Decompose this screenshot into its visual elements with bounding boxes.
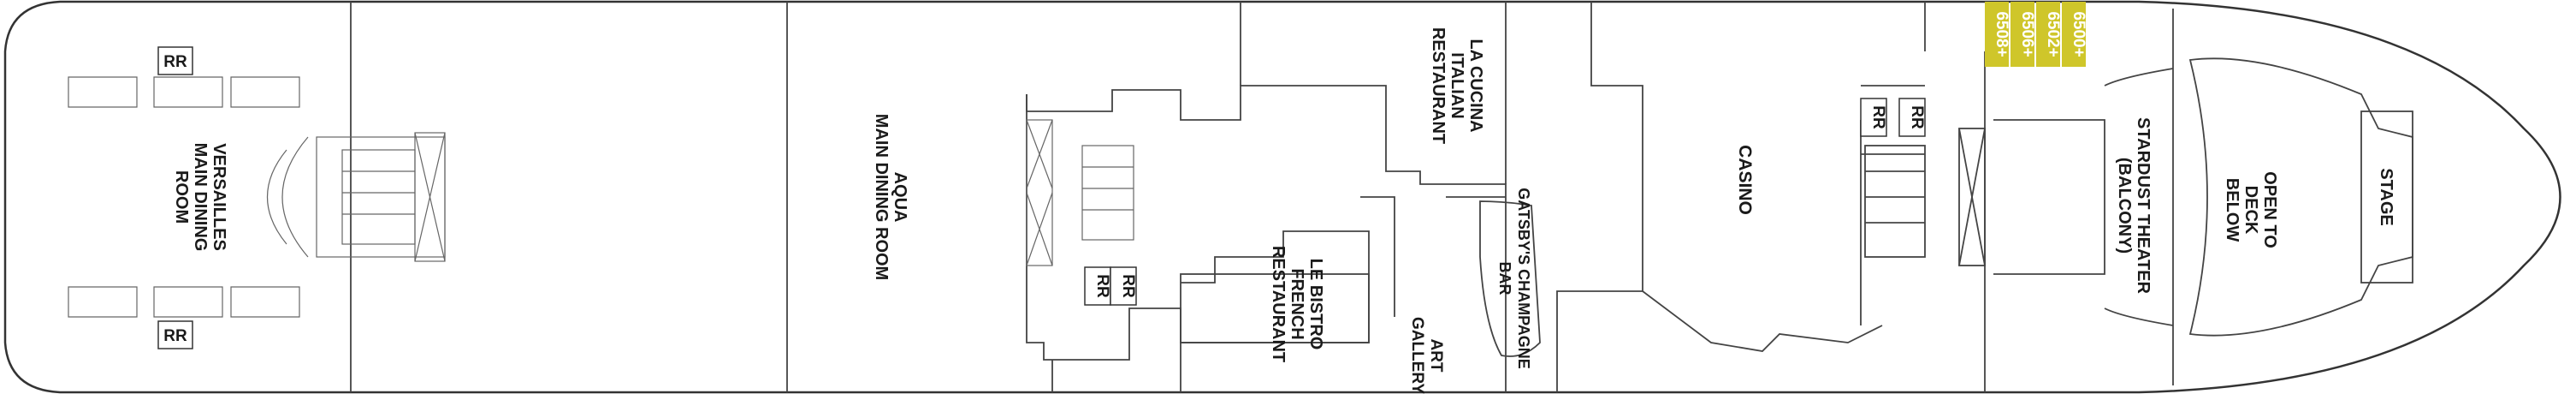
svg-text:RR: RR xyxy=(163,327,187,345)
svg-text:RR: RR xyxy=(1908,105,1926,129)
svg-text:RR: RR xyxy=(1093,274,1111,298)
cabin-6508[interactable] xyxy=(1985,2,2009,67)
svg-text:MAIN DINING ROOM: MAIN DINING ROOM xyxy=(872,114,891,280)
svg-text:BELOW: BELOW xyxy=(2223,178,2241,242)
label-stardust: STARDUST THEATER (BALCONY) xyxy=(2115,117,2153,294)
cabin-6500[interactable] xyxy=(2062,2,2086,67)
cabin-block: 6508+ 6506+ 6502+ 6500+ xyxy=(1985,2,2087,67)
theater-structure xyxy=(1958,57,2413,337)
svg-text:GALLERY: GALLERY xyxy=(1408,317,1426,394)
svg-text:LE BISTRO: LE BISTRO xyxy=(1306,259,1325,350)
midship-elevators xyxy=(1026,119,1134,266)
label-casino: CASINO xyxy=(1735,145,1755,215)
versailles-area-details xyxy=(68,76,446,318)
svg-text:CASINO: CASINO xyxy=(1735,145,1755,215)
svg-text:RESTAURANT: RESTAURANT xyxy=(1429,27,1448,144)
label-art-gallery: ART GALLERY xyxy=(1408,317,1445,394)
cabin-6506[interactable] xyxy=(2010,2,2034,67)
svg-text:RESTAURANT: RESTAURANT xyxy=(1269,246,1288,362)
svg-text:RR: RR xyxy=(1119,274,1137,298)
svg-text:ROOM: ROOM xyxy=(172,170,191,224)
svg-text:VERSAILLES: VERSAILLES xyxy=(210,143,228,251)
svg-text:STAGE: STAGE xyxy=(2377,168,2395,225)
svg-text:OPEN TO: OPEN TO xyxy=(2260,171,2279,248)
svg-text:BAR: BAR xyxy=(1496,262,1513,296)
svg-text:6506+: 6506+ xyxy=(2018,11,2036,57)
label-stage: STAGE xyxy=(2377,168,2395,225)
label-versailles: VERSAILLES MAIN DINING ROOM xyxy=(172,143,228,252)
restroom-marker: RR xyxy=(157,320,193,349)
svg-text:RR: RR xyxy=(163,53,187,71)
svg-text:(BALCONY): (BALCONY) xyxy=(2115,158,2134,254)
label-gatsbys: GATSBY'S CHAMPAGNE BAR xyxy=(1496,188,1532,369)
label-la-cucina: LA CUCINA ITALIAN RESTAURANT xyxy=(1429,27,1485,144)
svg-text:6502+: 6502+ xyxy=(2044,11,2062,57)
restroom-marker: RR xyxy=(1898,98,1926,137)
label-le-bistro: LE BISTRO FRENCH RESTAURANT xyxy=(1269,246,1325,362)
midship-structure xyxy=(1026,85,1507,392)
svg-text:FRENCH: FRENCH xyxy=(1288,268,1306,339)
label-aqua: AQUA MAIN DINING ROOM xyxy=(872,114,909,280)
label-open-to-deck: OPEN TO DECK BELOW xyxy=(2223,171,2279,248)
svg-text:6508+: 6508+ xyxy=(1993,11,2010,57)
svg-text:STARDUST THEATER: STARDUST THEATER xyxy=(2134,117,2153,294)
restroom-marker: RR xyxy=(1110,266,1137,306)
svg-text:MAIN DINING: MAIN DINING xyxy=(191,143,210,252)
restroom-marker: RR xyxy=(1860,98,1887,137)
restroom-marker: RR xyxy=(157,46,193,75)
svg-text:6500+: 6500+ xyxy=(2070,11,2087,57)
cabin-6502[interactable] xyxy=(2036,2,2060,67)
restroom-marker: RR xyxy=(1084,266,1111,306)
svg-text:DECK: DECK xyxy=(2241,186,2260,235)
casino-structure xyxy=(1556,2,1926,392)
svg-text:ITALIAN: ITALIAN xyxy=(1448,52,1466,118)
svg-text:LA CUCINA: LA CUCINA xyxy=(1466,39,1485,132)
hull-outline xyxy=(3,0,2561,394)
svg-text:AQUA: AQUA xyxy=(891,172,909,223)
svg-text:RR: RR xyxy=(1869,105,1887,129)
svg-text:GATSBY'S CHAMPAGNE: GATSBY'S CHAMPAGNE xyxy=(1515,188,1532,369)
gatsbys-bar-outline xyxy=(1479,200,1541,357)
svg-text:ART: ART xyxy=(1427,338,1445,372)
